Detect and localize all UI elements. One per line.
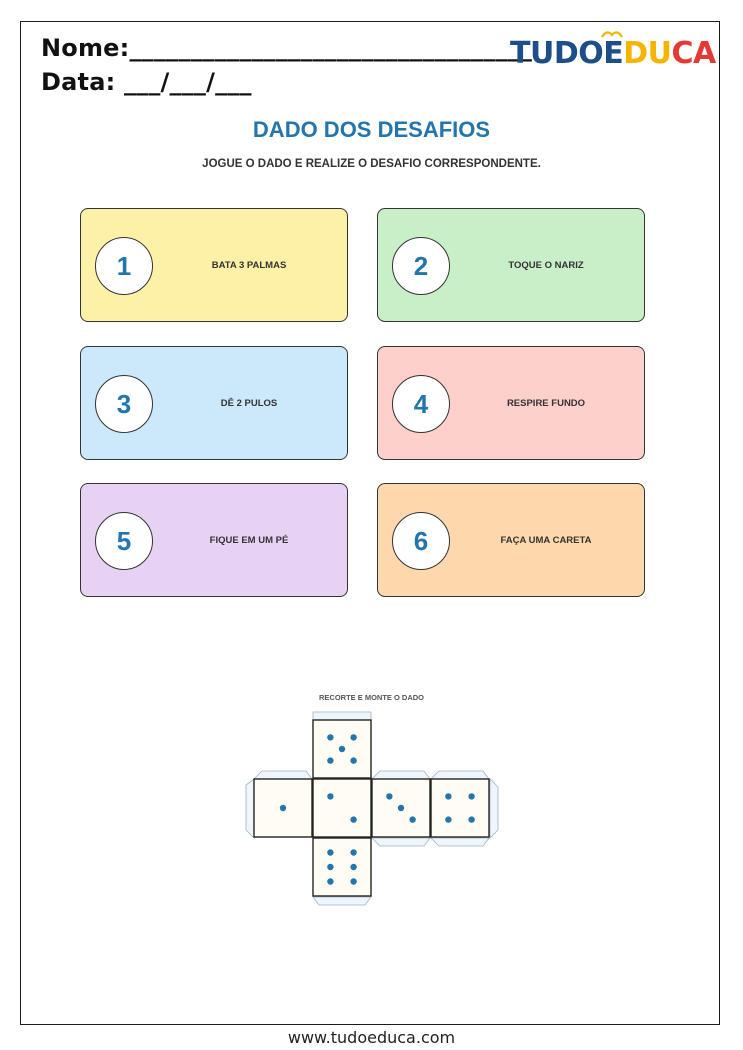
logo-part-ca: CA [671,35,717,71]
page-frame [20,21,720,1025]
die-pip [327,793,334,800]
card-text: RESPIRE FUNDO [506,397,586,409]
card-text: FIQUE EM UM PÉ [209,534,289,546]
book-icon [601,30,624,38]
challenge-card-4: 4 RESPIRE FUNDO [377,346,645,460]
die-face-top [312,719,372,779]
glue-tab [371,837,431,847]
card-number: 2 [392,237,450,295]
die-pip [397,804,405,812]
card-text: DÊ 2 PULOS [220,397,278,409]
die-pip [338,745,346,753]
footer-website: www.tudoeduca.com [287,1028,456,1047]
card-text: BATA 3 PALMAS [211,259,287,271]
challenge-card-1: 1 BATA 3 PALMAS [80,208,348,322]
die-pip [386,793,393,800]
challenge-card-3: 3 DÊ 2 PULOS [80,346,348,460]
die-pip [327,878,334,885]
die-pip [468,793,475,800]
die-pip [350,863,357,871]
die-faces [253,719,490,897]
page-title: DADO DOS DESAFIOS [252,117,491,142]
logo-part-e: E [601,30,624,71]
card-number: 3 [95,375,153,433]
die-pip [409,816,416,823]
glue-tab [312,711,372,721]
die-pip [327,863,334,871]
die-pip [327,757,334,764]
glue-tab [312,896,372,906]
card-text: TOQUE O NARIZ [508,259,584,271]
die-pip [445,816,452,823]
die-face-center [312,778,372,838]
card-number: 6 [392,512,450,570]
die-pip [445,793,452,800]
logo-part-du: DU [623,35,672,71]
glue-tab [253,770,313,780]
die-net-label: RECORTE E MONTE O DADO [318,693,424,702]
die-pip [350,816,357,823]
die-pip [350,734,357,741]
glue-tab [430,770,490,780]
tudoeduca-logo: TUDO E DU CA [510,28,716,78]
logo-part-tudo: TUDO [510,35,604,71]
challenge-card-2: 2 TOQUE O NARIZ [377,208,645,322]
die-pip [468,816,475,823]
die-face-right-2 [430,778,490,838]
card-number: 5 [95,512,153,570]
die-pip [279,804,287,812]
glue-tab [371,770,431,780]
challenge-card-6: 6 FAÇA UMA CARETA [377,483,645,597]
die-pip [350,849,357,856]
die-pip [350,878,357,885]
date-field-label: Data: ___/___/___ [41,68,252,96]
card-number: 4 [392,375,450,433]
page-subtitle: JOGUE O DADO E REALIZE O DESAFIO CORRESP… [202,158,541,170]
challenge-card-5: 5 FIQUE EM UM PÉ [80,483,348,597]
die-pip [327,849,334,856]
die-face-left [253,778,313,838]
die-pip [350,757,357,764]
die-pip [327,734,334,741]
glue-tab [489,778,499,839]
glue-tab [245,778,255,839]
name-field-label: Nome:_________________________________ [41,34,533,62]
die-face-bottom [312,837,372,897]
card-number: 1 [95,237,153,295]
card-text: FAÇA UMA CARETA [500,534,592,546]
glue-tab [430,837,490,847]
